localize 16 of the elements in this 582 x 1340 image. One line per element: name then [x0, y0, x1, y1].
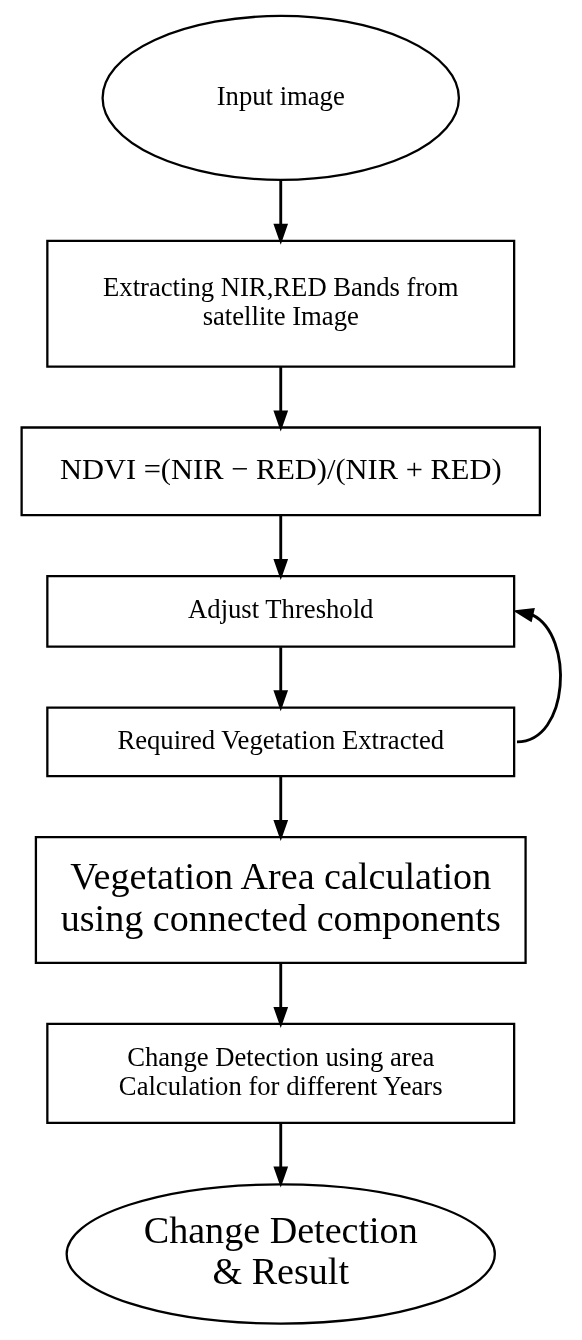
arrow: [272, 515, 288, 581]
node-box: Change Detection using area Calculation for different Years: [45, 1022, 515, 1125]
node-ellipse: Change Detection & Result: [65, 1183, 496, 1325]
arrow: [272, 180, 288, 245]
node-box: Vegetation Area calculation using connected components: [34, 836, 527, 965]
arrow: [272, 647, 288, 712]
arrow: [272, 366, 288, 432]
node-box: Extracting NIR,RED Bands from satellite Image: [45, 239, 515, 368]
arrow: [272, 776, 288, 842]
arrow: [272, 963, 288, 1028]
node-ellipse: Input image: [100, 14, 460, 181]
node-box: Required Vegetation Extracted: [45, 706, 515, 778]
arrow: [512, 607, 562, 744]
node-box: NDVI =(NIR − RED)/(NIR + RED): [19, 426, 541, 517]
arrow: [272, 1123, 288, 1188]
node-box: Adjust Threshold: [45, 574, 515, 648]
